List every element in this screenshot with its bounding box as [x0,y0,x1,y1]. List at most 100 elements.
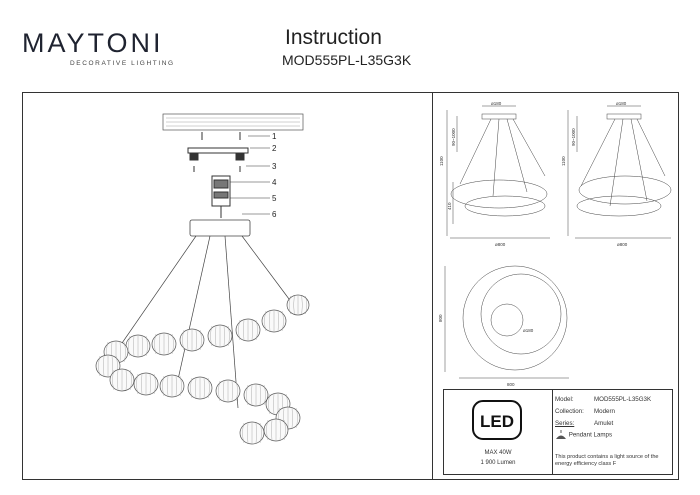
bead-facet [293,295,295,315]
crystal-bead-ring [95,294,310,445]
bead-facet [246,384,249,406]
document-title: Instruction [285,26,382,49]
bead-facet [242,422,245,444]
bead-facet [268,393,271,415]
bead-facet [283,419,286,441]
bead-facet [251,384,253,406]
bead-facet [247,422,249,444]
led-panel: LED MAX 40W 1 900 Lumen [444,390,553,474]
part-label-4: 4 [272,178,277,187]
part-label-2: 2 [272,144,277,153]
bead-facet [223,325,225,347]
led-logo-icon: LED [472,400,522,440]
bead-facet [149,373,151,395]
bead-facet [190,377,193,399]
power-spec: MAX 40W [484,450,512,456]
bead-facet [182,329,185,351]
model-value: MOD555PL-L35G3K [594,396,652,403]
bead-facet [141,373,143,395]
part-label-6: 6 [272,210,277,219]
bead-facet [271,419,273,441]
bead-facet [195,329,197,351]
dim-top-width-1: ø180 [491,101,502,106]
bead-facet [295,407,298,429]
led-label: LED [480,412,514,431]
product-info-box: LED MAX 40W 1 900 Lumen Model: MOD555PL-L… [443,389,673,475]
energy-class-note: This product contains a light source of … [555,454,659,467]
dimension-drawings: ø180 1100 90~1000 410 ø800 ø180 1100 90~… [438,101,672,386]
dim-width-2: ø800 [617,242,628,247]
series-key: Series: [555,420,575,427]
dim-lower-height-1: 410 [447,202,452,210]
lamp-type: Pendant Lamps [568,431,613,439]
dim-plan-width: 800 [507,382,515,386]
bead-facet [179,375,182,397]
bead-facet [159,333,161,355]
bead-facet [112,369,115,391]
bead-facet [279,419,281,441]
bead-facet [305,295,308,315]
bead-facet [119,341,121,363]
bead-facet [117,369,119,391]
drawing-frame [22,92,679,480]
bead-facet [123,341,126,363]
bead-facet [207,377,210,399]
bead-facet [243,319,245,341]
bead-facet [195,377,197,399]
collection-key: Collection: [555,408,584,415]
lumen-spec: 1 900 Lumen [480,460,516,466]
bead-facet [273,393,275,415]
bead-facet [175,375,177,397]
bead-facet [167,375,169,397]
bead-facet [231,380,233,402]
dim-width-1: ø800 [495,242,506,247]
bead-facet [255,422,257,444]
bead-facet [227,325,230,347]
bead-facet [223,380,225,402]
bead-facet [187,329,189,351]
bead-facet [277,310,279,332]
bead-facet [210,325,213,347]
dim-cable-length-2: 90~1000 [571,128,576,146]
bead-facet [301,295,303,315]
bead-facet [291,407,293,429]
brand-name: MAYTONI [22,28,164,58]
bead-facet [153,373,156,395]
part-label-3: 3 [272,162,277,171]
bead-facet [259,422,262,444]
model-key: Model: [555,396,574,403]
bead-facet [218,380,221,402]
part-label-5: 5 [272,194,277,203]
pendant-lamp-icon [556,430,566,439]
bead-facet [288,295,291,315]
bead-facet [266,419,269,441]
bead-facet [145,335,148,357]
bead-facet [154,333,157,355]
bead-facet [251,319,253,341]
dim-plan-height: 800 [438,314,443,322]
bead-facet [281,310,284,332]
part-label-1: 1 [272,132,277,141]
bead-facet [129,369,132,391]
bead-facet [199,329,202,351]
bead-facet [98,355,101,377]
dim-total-height-1: 1100 [439,156,444,166]
bead-facet [171,333,174,355]
brand-logo: MAYTONI DECORATIVE LIGHTING [22,28,175,68]
dim-plan-center: ø180 [523,328,534,333]
bead-facet [136,373,139,395]
bead-facet [255,319,258,341]
bead-facet [238,319,241,341]
dim-cable-length-1: 90~1000 [451,128,456,146]
dim-top-width-2: ø180 [616,101,627,106]
bead-facet [162,375,165,397]
frame-divider [432,92,433,480]
bead-facet [167,333,169,355]
bead-facet [259,384,261,406]
bead-facet [103,355,105,377]
bead-facet [128,335,131,357]
bead-facet [235,380,238,402]
bead-facet [203,377,205,399]
bead-facet [269,310,271,332]
bead-facet [133,335,135,357]
